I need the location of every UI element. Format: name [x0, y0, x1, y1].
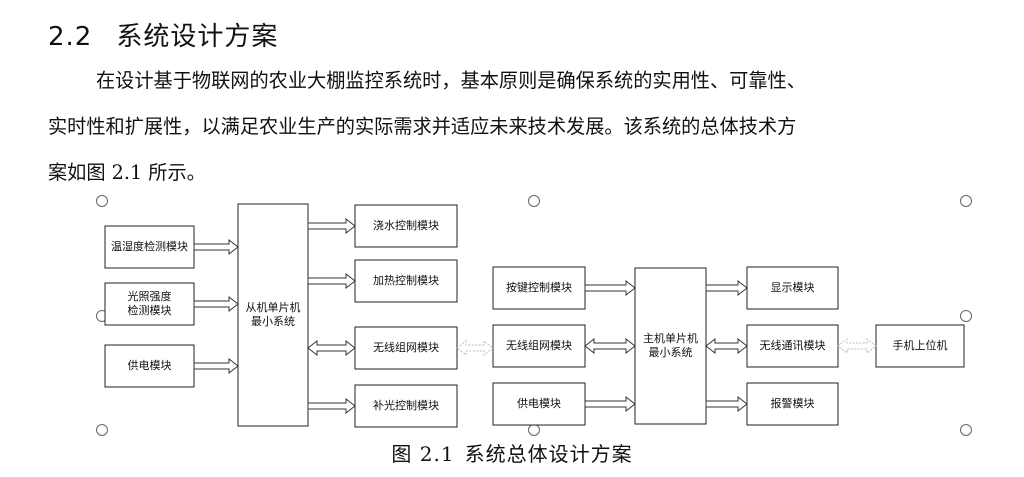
- slave-output-module-label: 浇水控制模块: [373, 218, 439, 232]
- slave-wireless-arrow: [307, 339, 356, 357]
- slave-output-module-label: 无线组网模块: [373, 340, 439, 354]
- paragraph-line-2: 实时性和扩展性，以满足农业生产的实际需求并适应未来技术发展。该系统的总体技术方: [48, 115, 797, 138]
- slave-output-module: [354, 326, 458, 370]
- slave-output-module: [354, 384, 458, 428]
- slave-mcu-box: [237, 203, 309, 427]
- master-output-module-label: 无线通讯模块: [760, 338, 826, 352]
- slave-output-module-label: 补光控制模块: [373, 398, 439, 412]
- selection-handle[interactable]: [960, 310, 972, 322]
- slave-input-module-label: 温湿度检测模块: [111, 239, 188, 253]
- selection-handle[interactable]: [96, 424, 108, 436]
- figure-caption: 图 2.1 系统总体设计方案: [0, 438, 1024, 467]
- section-heading: 2.2 系统设计方案: [48, 16, 278, 53]
- slave-input-arrow: [193, 295, 239, 313]
- section-number: 2.2: [48, 22, 93, 52]
- slave-input-arrow: [193, 238, 239, 256]
- selection-handle[interactable]: [960, 424, 972, 436]
- master-wireless-arrow: [584, 337, 636, 355]
- selection-handle[interactable]: [960, 195, 972, 207]
- master-input-arrow: [584, 395, 636, 413]
- slave-output-module: [354, 259, 458, 303]
- phone-host-box-label: 手机上位机: [893, 338, 948, 352]
- slave-input-module: [104, 344, 195, 388]
- slave-input-module-label: 供电模块: [128, 358, 172, 372]
- master-output-arrow: [705, 279, 748, 297]
- master-input-arrow: [584, 279, 636, 297]
- master-output-module-label: 显示模块: [771, 281, 815, 294]
- phone-link-arrow: [837, 337, 877, 355]
- paragraph-line-3: 案如图 2.1 所示。: [48, 161, 206, 184]
- slave-output-arrow: [307, 217, 356, 235]
- slave-output-module: [354, 204, 458, 248]
- master-input-module: [492, 324, 586, 368]
- figure-caption-text: 系统总体设计方案: [464, 442, 633, 466]
- slave-mcu-box-label: 从机单片机最小系统: [246, 300, 301, 328]
- master-comm-arrow: [705, 337, 748, 355]
- master-mcu-box: [634, 267, 707, 425]
- selection-handle[interactable]: [528, 424, 540, 436]
- slave-output-arrow: [307, 272, 356, 290]
- master-output-module: [746, 382, 839, 426]
- selection-handle[interactable]: [528, 195, 540, 207]
- master-input-module: [492, 266, 586, 310]
- slave-output-module-label: 加热控制模块: [373, 273, 439, 287]
- master-mcu-box-label: 主机单片机最小系统: [643, 331, 698, 359]
- slave-input-arrow: [193, 357, 239, 375]
- slave-output-arrow: [307, 397, 356, 415]
- master-output-arrow: [705, 395, 748, 413]
- master-input-module-label: 无线组网模块: [506, 338, 572, 352]
- master-output-module: [746, 266, 839, 310]
- master-input-module-label: 按键控制模块: [506, 280, 572, 294]
- figure-number: 图 2.1: [391, 442, 455, 466]
- master-output-module-label: 报警模块: [771, 396, 815, 410]
- wireless-link-arrow: [456, 339, 494, 357]
- paragraph-line-1: 在设计基于物联网的农业大棚监控系统时，基本原则是确保系统的实用性、可靠性、: [96, 69, 806, 92]
- section-title: 系统设计方案: [116, 22, 279, 52]
- master-input-module: [492, 382, 586, 426]
- slave-input-module-label: 光照强度检测模块: [128, 289, 172, 317]
- selection-handle[interactable]: [96, 195, 108, 207]
- phone-host-box: [875, 324, 965, 368]
- master-input-module-label: 供电模块: [517, 396, 561, 410]
